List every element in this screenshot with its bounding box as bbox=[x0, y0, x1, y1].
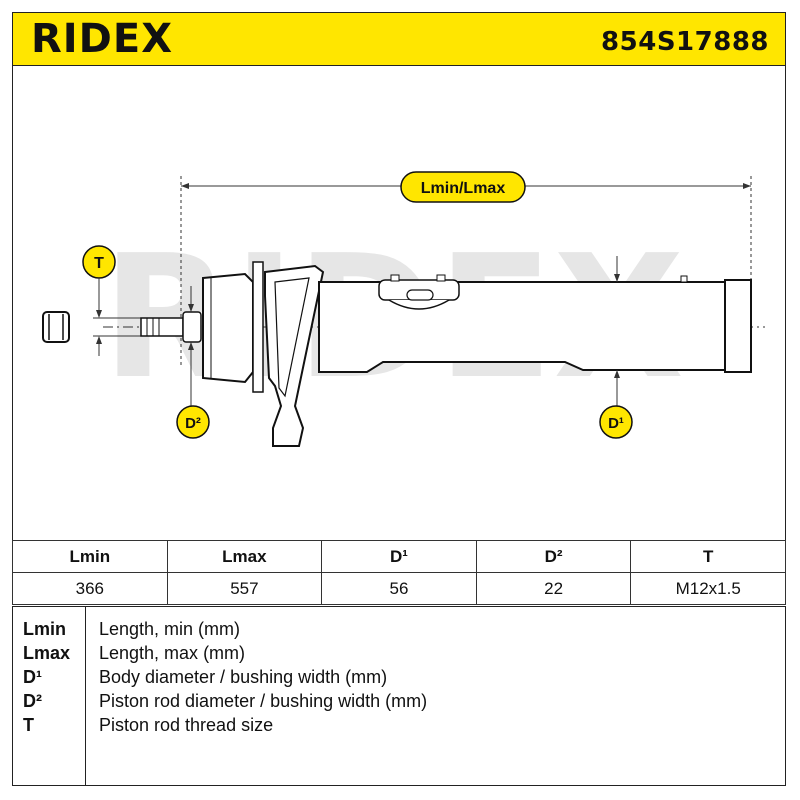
spring-seat bbox=[264, 264, 325, 447]
spec-value-lmin: 366 bbox=[12, 572, 168, 605]
legend-key: D¹ bbox=[23, 667, 42, 687]
top-mount bbox=[202, 261, 264, 393]
thread-label: T bbox=[94, 255, 104, 272]
spec-header-d2: D² bbox=[475, 540, 632, 573]
legend-desc: Body diameter / bushing width (mm) bbox=[99, 667, 388, 687]
legend-divider bbox=[85, 607, 86, 785]
arrow-down-icon bbox=[188, 304, 194, 312]
arrow-up-icon bbox=[188, 342, 194, 350]
rod-diameter-badge bbox=[176, 405, 210, 439]
technical-drawing: RIDEX Lmin/Lmax T bbox=[12, 66, 786, 540]
legend-desc: Length, max (mm) bbox=[99, 643, 246, 663]
spec-header-row: Lmin Lmax D¹ D² T bbox=[12, 540, 786, 573]
rod-diameter-label: D² bbox=[185, 415, 201, 432]
spec-value-row: 366 557 56 22 M12x1.5 bbox=[12, 572, 786, 605]
body-diameter-badge bbox=[599, 405, 633, 439]
body-diameter-label: D¹ bbox=[608, 415, 624, 432]
length-label: Lmin/Lmax bbox=[421, 180, 506, 197]
spec-header-lmax: Lmax bbox=[166, 540, 323, 573]
piston-rod bbox=[140, 311, 202, 343]
spec-table: Lmin Lmax D¹ D² T 366 557 56 22 M12x1.5 bbox=[12, 540, 786, 605]
legend-key: Lmax bbox=[23, 643, 71, 663]
legend-row: T Piston rod thread size bbox=[13, 715, 785, 739]
header-bar: RIDEX 854S17888 bbox=[12, 12, 786, 66]
body-tab bbox=[680, 275, 688, 283]
part-number: 854S17888 bbox=[601, 27, 769, 57]
spec-value-lmax: 557 bbox=[166, 572, 323, 605]
legend-key: Lmin bbox=[23, 619, 66, 639]
legend-row: D¹ Body diameter / bushing width (mm) bbox=[13, 667, 785, 691]
legend-row: D² Piston rod diameter / bushing width (… bbox=[13, 691, 785, 715]
spec-header-t: T bbox=[630, 540, 786, 573]
arrow-up-icon bbox=[96, 336, 102, 344]
legend-desc: Piston rod thread size bbox=[99, 715, 274, 735]
spec-value-t: M12x1.5 bbox=[630, 572, 786, 605]
spec-value-d2: 22 bbox=[475, 572, 632, 605]
body-bracket bbox=[378, 274, 460, 310]
spec-value-d1: 56 bbox=[321, 572, 477, 605]
shock-absorber-drawing: RIDEX Lmin/Lmax T bbox=[42, 171, 765, 447]
arrow-down-icon bbox=[96, 310, 102, 318]
spec-header-lmin: Lmin bbox=[12, 540, 168, 573]
arrow-down-icon bbox=[614, 274, 620, 282]
legend-key: T bbox=[23, 715, 34, 735]
legend-desc: Piston rod diameter / bushing width (mm) bbox=[99, 691, 428, 711]
legend-row: Lmax Length, max (mm) bbox=[13, 643, 785, 667]
spec-header-d1: D¹ bbox=[321, 540, 477, 573]
legend-row: Lmin Length, min (mm) bbox=[13, 619, 785, 643]
length-badge bbox=[400, 171, 526, 203]
brand-logo: RIDEX bbox=[31, 16, 174, 62]
arrow-up-icon bbox=[614, 370, 620, 378]
arrow-left-icon bbox=[181, 183, 189, 189]
arrow-right-icon bbox=[743, 183, 751, 189]
nut-icon bbox=[42, 311, 70, 343]
legend-box: Lmin Length, min (mm) Lmax Length, max (… bbox=[12, 606, 786, 786]
legend-key: D² bbox=[23, 691, 42, 711]
legend-desc: Length, min (mm) bbox=[99, 619, 241, 639]
